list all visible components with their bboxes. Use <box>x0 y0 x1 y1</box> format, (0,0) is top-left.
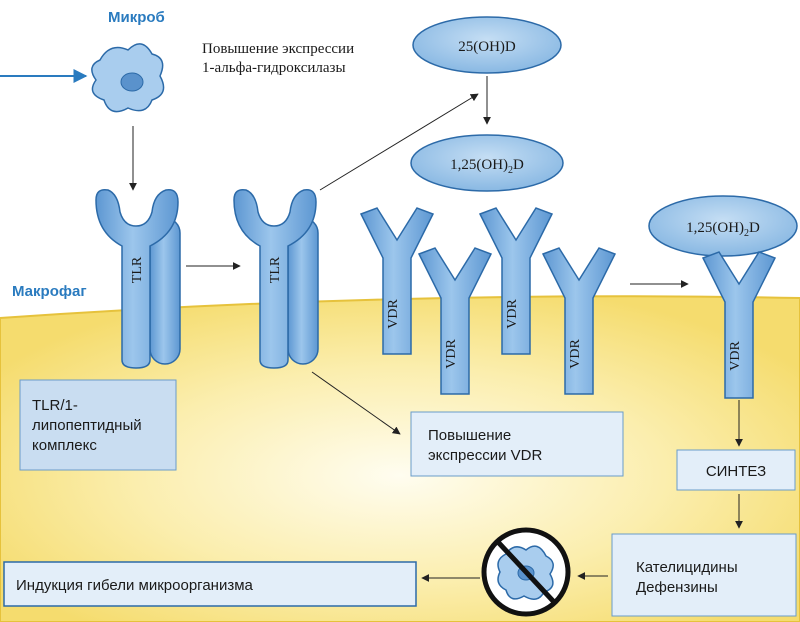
oval-125ohd-right-label: 1,25(OH)2D <box>686 220 760 239</box>
macrophage-label: Макрофаг <box>12 283 87 300</box>
microbe-label: Микроб <box>108 9 165 26</box>
svg-text:экспрессии VDR: экспрессии VDR <box>428 447 542 464</box>
oval-25ohd-label: 25(OH)D <box>458 39 516 55</box>
microbe-icon <box>91 43 165 113</box>
svg-text:Повышение: Повышение <box>428 427 511 444</box>
synthesis-box: СИНТЕЗ <box>676 449 796 491</box>
oval-125ohd-top <box>410 134 564 192</box>
svg-text:комплекс: комплекс <box>32 437 97 454</box>
oval-125ohd-top-label: 1,25(OH)2D <box>450 157 524 176</box>
hydroxylase-text-line2: 1-альфа-гидроксилазы <box>202 60 346 76</box>
svg-text:липопептидный: липопептидный <box>32 417 142 434</box>
svg-text:VDR: VDR <box>505 299 520 329</box>
microbe-prohibited-icon <box>481 527 571 617</box>
peptides-box: Кателицидины Дефензины <box>611 533 797 617</box>
oval-25ohd <box>412 16 562 74</box>
svg-text:VDR: VDR <box>444 339 459 369</box>
svg-text:Дефензины: Дефензины <box>636 579 718 596</box>
tlr-receptor-1: TLR <box>95 188 181 369</box>
svg-text:СИНТЕЗ: СИНТЕЗ <box>706 463 766 480</box>
tlr-label-2: TLR <box>268 256 283 283</box>
tlr-label-1: TLR <box>130 256 145 283</box>
svg-text:Кателицидины: Кателицидины <box>636 559 738 576</box>
oval-125ohd-right <box>648 195 798 257</box>
svg-text:TLR/1-: TLR/1- <box>32 397 78 414</box>
svg-text:VDR: VDR <box>728 341 743 371</box>
arrow-tlr-to-vdr-expression <box>311 371 401 435</box>
vdr-receptor-2: VDR <box>418 247 492 395</box>
tlr-receptor-2: TLR <box>233 188 319 369</box>
vdr-expression-box: Повышение экспрессии VDR <box>410 411 624 477</box>
tlr-complex-box: TLR/1- липопептидный комплекс <box>19 379 177 471</box>
svg-text:Индукция гибели микроорганизма: Индукция гибели микроорганизма <box>16 577 254 594</box>
svg-text:VDR: VDR <box>568 339 583 369</box>
death-induction-box: Индукция гибели микроорганизма <box>3 561 417 607</box>
vdr-receptor-1: VDR <box>360 207 434 355</box>
vdr-receptor-bound: VDR <box>702 251 776 399</box>
vdr-receptor-3: VDR <box>479 207 553 355</box>
svg-text:VDR: VDR <box>386 299 401 329</box>
hydroxylase-text-line1: Повышение экспрессии <box>202 41 354 57</box>
vdr-receptor-4: VDR <box>542 247 616 395</box>
arrow-tlr-to-25ohd <box>319 93 479 191</box>
